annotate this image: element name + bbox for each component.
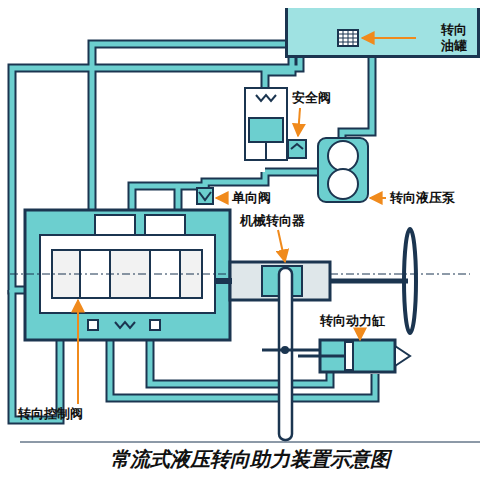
part-label: 转向液压泵 — [390, 190, 455, 206]
part-label: 机械转向器 — [240, 213, 305, 229]
oil-tank: 转向油罐 — [285, 8, 480, 58]
part-label: 单向阀 — [232, 190, 271, 206]
part-label: 转向动力缸 — [320, 313, 385, 329]
diagram-title: 常流式液压转向助力装置示意图 — [0, 446, 500, 473]
filter-symbol — [338, 30, 358, 46]
part-label: 安全阀 — [292, 90, 331, 106]
tank-label: 转向油罐 — [441, 22, 469, 54]
part-label: 转向控制阀 — [18, 406, 83, 422]
